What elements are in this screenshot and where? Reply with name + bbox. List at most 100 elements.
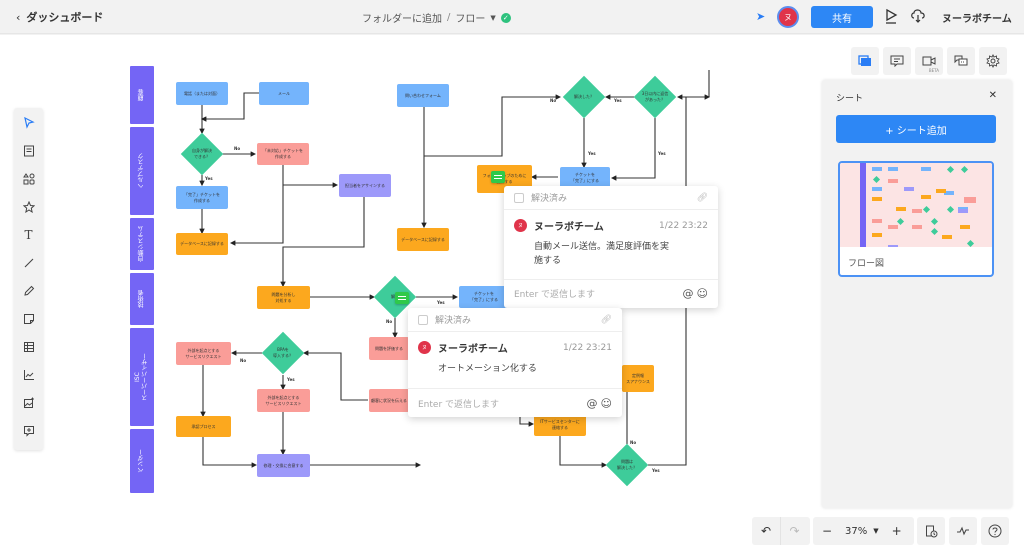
decision-problem-solved[interactable]: 問題は 解決した？ — [605, 443, 649, 487]
emoji-icon[interactable]: ☺ — [696, 287, 708, 301]
node-db-record-2[interactable]: データベースに記録する — [397, 228, 449, 251]
edge-label-yes: Yes — [437, 300, 445, 305]
star-icon — [22, 200, 35, 213]
present-play-icon[interactable] — [884, 7, 898, 25]
share-button[interactable]: 共有 — [811, 6, 873, 28]
breadcrumb-folder[interactable]: フォルダーに追加 — [362, 14, 442, 25]
comment-pin-icon[interactable] — [395, 292, 409, 304]
help-button-wrap — [981, 517, 1009, 545]
pencil-tool[interactable] — [18, 280, 39, 301]
reply-input[interactable]: Enter で返信します @☺ — [408, 389, 622, 417]
node-unresolved-ticket[interactable]: 「未対応」チケットを 作成する — [257, 143, 309, 165]
breadcrumb: フォルダーに追加 / フロー ▼ ✓ — [362, 10, 511, 25]
plus-icon: + — [891, 524, 902, 538]
video-button[interactable]: BETA — [915, 47, 943, 75]
zoom-out-button[interactable]: − — [813, 517, 841, 545]
star-tool[interactable] — [18, 196, 39, 217]
node-db-record-1[interactable]: データベースに記録する — [176, 233, 228, 255]
back-to-dashboard-link[interactable]: ‹ ダッシュボード — [16, 9, 103, 25]
help-button[interactable] — [981, 517, 1009, 545]
settings-button[interactable] — [979, 47, 1007, 75]
comment-time: 1/22 23:21 — [562, 342, 612, 353]
beta-badge: BETA — [928, 68, 939, 73]
swimlane-auto-system[interactable]: 自動システム — [130, 218, 154, 270]
link-icon[interactable]: 🔗︎ — [696, 192, 708, 203]
swimlane-isc-supervisor[interactable]: ISC スーパーバイザー — [130, 328, 154, 426]
decision-bpa[interactable]: BPAを 導入する？ — [261, 331, 305, 375]
node-evaluate[interactable]: 問題を評価する — [369, 337, 409, 360]
decision-resolved[interactable]: 解決した？ — [562, 75, 606, 119]
node-form[interactable]: 問い合わせフォーム — [397, 84, 449, 107]
node-announce[interactable]: 定例報 スアナウンス — [622, 365, 654, 392]
comments-button[interactable] — [883, 47, 911, 75]
caret-down-icon: ▼ — [873, 527, 879, 535]
team-name[interactable]: ヌーラボチーム — [942, 14, 1012, 25]
line-tool[interactable] — [18, 252, 39, 273]
breadcrumb-document[interactable]: フロー — [455, 14, 486, 25]
comment-text: 自動メール送信。満足度評価を実 施する — [534, 242, 670, 267]
cloud-download-icon[interactable] — [910, 7, 926, 25]
edge — [280, 197, 365, 288]
emoji-icon[interactable]: ☺ — [600, 396, 612, 410]
node-assign[interactable]: 担当者をアサインする — [339, 174, 391, 197]
link-icon[interactable]: 🔗︎ — [600, 314, 612, 325]
history-button[interactable] — [917, 517, 945, 545]
swimlane-helpdesk[interactable]: ヘルプデスク — [130, 127, 154, 215]
add-sheet-button[interactable]: + シート追加 — [836, 115, 996, 143]
node-ticket-done[interactable]: チケットを 「完了」にする — [560, 167, 610, 189]
node-analyze[interactable]: 問題を分析し 対処する — [257, 286, 310, 309]
resolved-checkbox[interactable] — [514, 192, 524, 203]
node-external-request-2[interactable]: 外部を起点とする サービスリクエスト — [257, 389, 310, 412]
sticky-note-tool[interactable] — [18, 308, 39, 329]
zoom-in-button[interactable]: + — [883, 517, 911, 545]
swimlane-technician[interactable]: 技術者 — [130, 273, 154, 325]
decision-self-resolve[interactable]: 自身が解決 できる？ — [180, 132, 224, 176]
node-repair-agree[interactable]: 修理・交換に合意する — [257, 454, 310, 477]
zoom-level-select[interactable]: 37% ▼ — [841, 526, 883, 537]
close-icon[interactable]: ✕ — [988, 90, 997, 101]
node-external-request-1[interactable]: 外部を起点とする サービスリクエスト — [176, 342, 231, 365]
chat-button[interactable] — [947, 47, 975, 75]
edge — [559, 435, 608, 468]
top-bar: ‹ ダッシュボード フォルダーに追加 / フロー ▼ ✓ ➤ ヌ 共有 ヌーラボ… — [0, 0, 1024, 34]
undo-button[interactable]: ↶ — [752, 517, 780, 545]
image-tool[interactable] — [18, 392, 39, 413]
reply-placeholder: Enter で返信します — [514, 290, 596, 301]
comment-author: ヌーラボチーム — [534, 222, 604, 233]
comment-text: オートメーション化する — [438, 364, 537, 374]
table-tool[interactable] — [18, 336, 39, 357]
node-mail[interactable]: メール — [259, 82, 309, 105]
activity-button[interactable] — [949, 517, 977, 545]
node-inform-customer[interactable]: 顧客に状況を伝える — [369, 389, 409, 412]
chart-tool[interactable] — [18, 364, 39, 385]
node-ticket-done-2[interactable]: チケットを 「完了」にする — [459, 286, 509, 308]
resolved-label: 解決済み — [531, 194, 568, 204]
decision-contact-3days[interactable]: 3日以内に返信 があった？ — [633, 75, 677, 119]
user-avatar[interactable]: ヌ — [777, 6, 799, 28]
add-comment-tool[interactable] — [18, 420, 39, 441]
resolved-checkbox[interactable] — [418, 314, 428, 325]
node-phone[interactable]: 電話（または対面） — [176, 82, 228, 105]
sheet-thumbnail[interactable]: フロー図 — [838, 161, 994, 277]
swimlane-customer[interactable]: 顧客 — [130, 66, 154, 124]
sheets-button[interactable] — [851, 47, 879, 75]
node-approval[interactable]: 承認プロセス — [176, 416, 231, 437]
mention-icon[interactable]: @ — [682, 287, 694, 301]
mention-icon[interactable]: @ — [586, 396, 598, 410]
pencil-icon — [23, 285, 34, 296]
edge — [302, 350, 368, 401]
shapes-tool[interactable] — [18, 168, 39, 189]
cursor-pointer-icon[interactable]: ➤ — [756, 10, 766, 23]
edge — [610, 118, 656, 181]
node-done-ticket[interactable]: 「完了」チケットを 作成する — [176, 186, 228, 209]
redo-button[interactable]: ↷ — [780, 517, 808, 545]
right-tools: BETA — [851, 47, 1007, 75]
node-service-center[interactable]: ITサービスセンターに 連絡する — [534, 413, 586, 436]
swimlane-vendor[interactable]: ベンダー — [130, 429, 154, 493]
select-tool[interactable] — [18, 112, 39, 133]
comment-pin-icon[interactable] — [491, 171, 505, 183]
reply-input[interactable]: Enter で返信します @☺ — [504, 280, 718, 308]
caret-down-icon[interactable]: ▼ — [490, 13, 496, 22]
template-tool[interactable] — [18, 140, 39, 161]
text-tool[interactable]: T — [18, 224, 39, 245]
